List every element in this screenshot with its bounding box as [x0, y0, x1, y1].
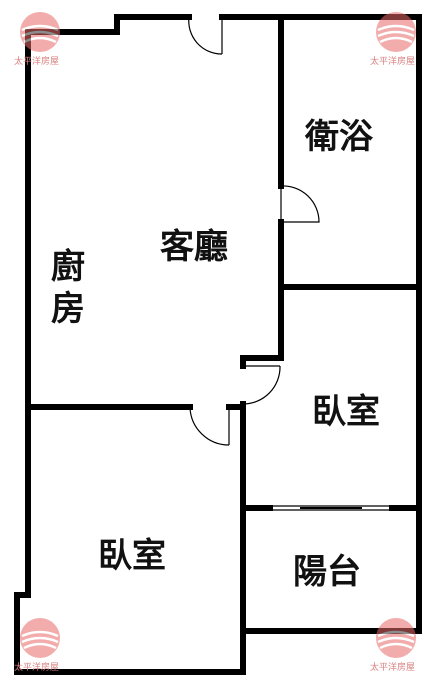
watermark-text-top-right: 太平洋房屋: [370, 55, 415, 67]
room-label-bathroom: 衛浴: [304, 117, 374, 157]
bathroom-door: [280, 185, 320, 223]
room-label-bedroom-right: 臥室: [312, 392, 380, 432]
bedroom-left-door: [189, 406, 230, 446]
bedroom-right-door: [242, 365, 281, 405]
watermark-text-top-left: 太平洋房屋: [14, 55, 59, 67]
outer-walls: [14, 14, 422, 675]
room-label-kitchen-1: 廚: [51, 247, 85, 287]
room-label-balcony: 陽台: [293, 552, 361, 592]
entrance-door: [188, 16, 223, 55]
watermark-text-bottom-left: 太平洋房屋: [14, 661, 59, 673]
sliding-door: [270, 505, 392, 511]
watermark-bottom-left: [20, 618, 60, 658]
room-label-living-room: 客廳: [160, 227, 228, 267]
room-label-kitchen-2: 房: [51, 289, 85, 329]
watermark-bottom-right: [376, 618, 416, 658]
watermark-text-bottom-right: 太平洋房屋: [370, 661, 415, 673]
watermark-top-left: [20, 12, 60, 52]
watermark-top-right: [376, 12, 416, 52]
room-label-bedroom-left: 臥室: [98, 536, 166, 576]
interior-walls: [25, 14, 422, 675]
